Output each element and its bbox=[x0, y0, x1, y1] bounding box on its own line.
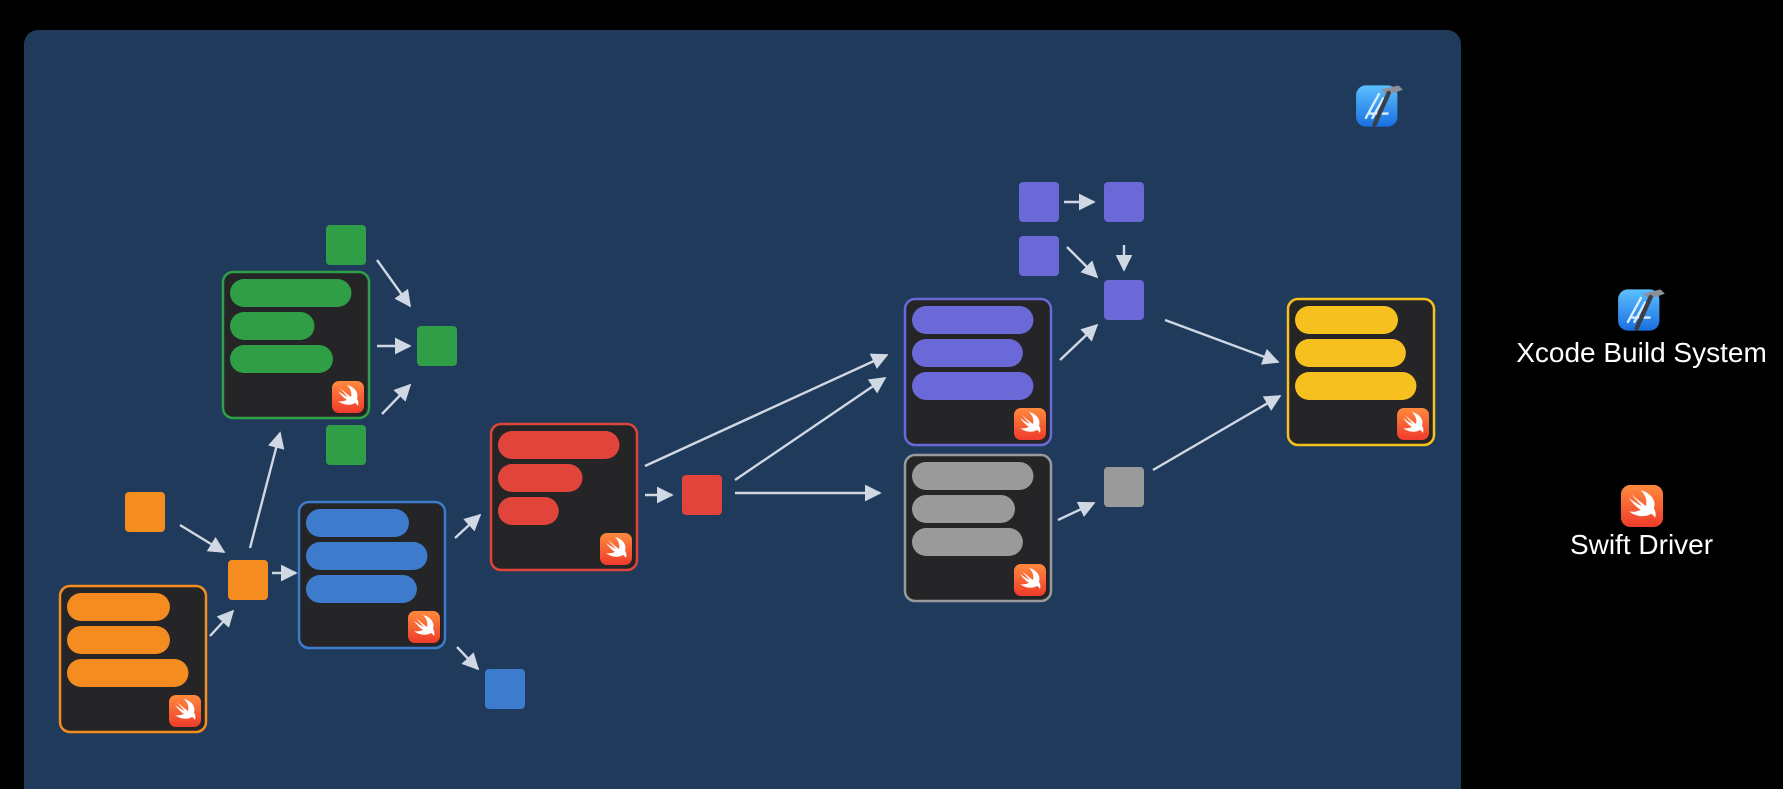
job-task-bar bbox=[1295, 372, 1417, 400]
dependency-arrow bbox=[179, 523, 226, 554]
dependency-arrow bbox=[381, 383, 412, 415]
job-task-bar bbox=[306, 509, 409, 537]
dependency-arrows bbox=[179, 193, 1282, 671]
swift-icon bbox=[1014, 564, 1046, 596]
artifact-purple-b bbox=[1104, 182, 1144, 222]
job-task-bar bbox=[67, 593, 170, 621]
job-blue bbox=[297, 500, 447, 650]
swift-icon bbox=[1014, 408, 1046, 440]
dependency-arrow bbox=[454, 513, 482, 539]
job-task-bar bbox=[306, 575, 417, 603]
artifact-blue-output bbox=[485, 669, 525, 709]
job-nodes bbox=[58, 270, 1436, 734]
swift-icon bbox=[408, 611, 440, 643]
dependency-arrow bbox=[1066, 246, 1099, 279]
job-task-bar bbox=[498, 497, 559, 525]
job-task-bar bbox=[912, 372, 1034, 400]
job-task-bar bbox=[912, 528, 1023, 556]
job-task-bar bbox=[498, 464, 583, 492]
swift-icon bbox=[600, 533, 632, 565]
job-task-bar bbox=[498, 431, 620, 459]
artifact-gray-output bbox=[1104, 467, 1144, 507]
dependency-arrow bbox=[376, 259, 411, 308]
job-frame bbox=[489, 422, 639, 572]
artifact-purple-output bbox=[1104, 280, 1144, 320]
job-task-bar bbox=[306, 542, 428, 570]
dependency-arrow bbox=[209, 609, 235, 637]
artifact-red-output bbox=[682, 475, 722, 515]
artifact-green-bottom bbox=[326, 425, 366, 465]
job-yellow bbox=[1286, 297, 1436, 447]
job-task-bar bbox=[912, 495, 1015, 523]
legend-swift: Swift Driver bbox=[1500, 485, 1783, 561]
artifact-orange-output bbox=[228, 560, 268, 600]
legend-xcode-label: Xcode Build System bbox=[1516, 337, 1767, 368]
swift-icon bbox=[169, 695, 201, 727]
job-task-bar bbox=[67, 626, 170, 654]
dependency-arrow bbox=[644, 353, 889, 468]
legend-xcode: Xcode Build System bbox=[1500, 285, 1783, 369]
dependency-arrow bbox=[1164, 318, 1280, 365]
xcode-icon bbox=[1617, 285, 1667, 335]
artifact-green-top bbox=[326, 225, 366, 265]
job-gray bbox=[903, 453, 1053, 603]
job-orange bbox=[58, 584, 208, 734]
artifact-orange-input bbox=[125, 492, 165, 532]
swift-icon bbox=[332, 381, 364, 413]
xcode-icon bbox=[1356, 85, 1403, 126]
swift-icon bbox=[1620, 485, 1663, 527]
swift-icon bbox=[1397, 408, 1429, 440]
job-task-bar bbox=[230, 312, 315, 340]
artifact-nodes bbox=[125, 182, 1144, 709]
dependency-arrow bbox=[734, 377, 887, 481]
job-task-bar bbox=[230, 345, 333, 373]
job-task-bar bbox=[1295, 306, 1398, 334]
job-red bbox=[489, 422, 639, 572]
dependency-arrow bbox=[1057, 501, 1096, 522]
dependency-arrow bbox=[1059, 323, 1099, 361]
job-task-bar bbox=[912, 339, 1023, 367]
artifact-green-output bbox=[417, 326, 457, 366]
dependency-arrow bbox=[456, 646, 480, 671]
job-purple bbox=[903, 297, 1053, 447]
legend-swift-label: Swift Driver bbox=[1569, 529, 1714, 560]
job-task-bar bbox=[912, 462, 1034, 490]
job-green bbox=[221, 270, 371, 420]
job-task-bar bbox=[230, 279, 352, 307]
job-task-bar bbox=[1295, 339, 1406, 367]
job-task-bar bbox=[67, 659, 189, 687]
artifact-purple-c bbox=[1019, 236, 1059, 276]
dependency-arrow bbox=[1152, 394, 1282, 472]
job-task-bar bbox=[912, 306, 1034, 334]
artifact-purple-a bbox=[1019, 182, 1059, 222]
dependency-arrow bbox=[248, 431, 285, 549]
